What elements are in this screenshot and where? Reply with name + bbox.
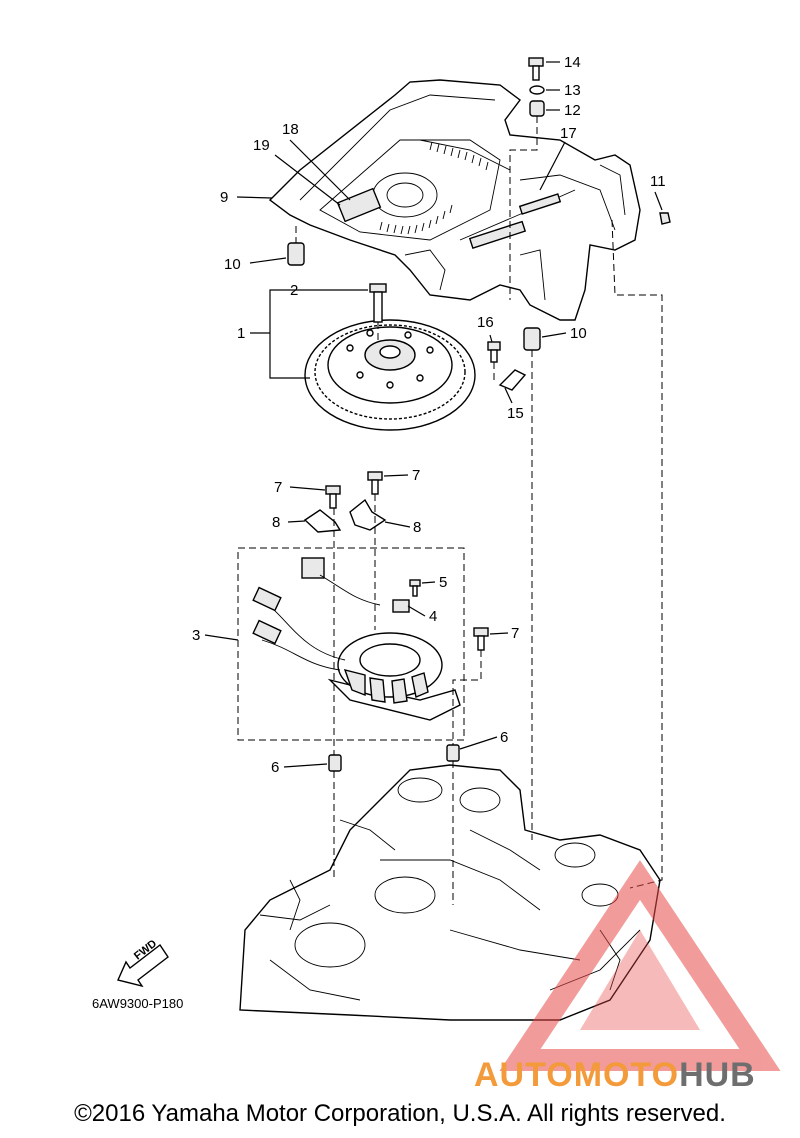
callout-10-right: 10 xyxy=(570,325,587,342)
callout-1: 1 xyxy=(237,325,245,342)
flywheel-cover xyxy=(268,79,641,321)
leader-lines xyxy=(204,61,663,768)
watermark-logo-triangle xyxy=(499,860,781,1071)
engine-block xyxy=(239,764,661,1021)
callout-numbers: 14 13 12 17 18 19 11 9 10 2 1 16 10 15 7… xyxy=(192,54,666,776)
callout-16: 16 xyxy=(477,314,494,331)
callout-14: 14 xyxy=(564,54,581,71)
callout-9: 9 xyxy=(220,189,228,206)
callout-3: 3 xyxy=(192,627,200,644)
callout-18: 18 xyxy=(282,121,299,138)
callout-2: 2 xyxy=(290,282,298,299)
callout-10-left: 10 xyxy=(224,256,241,273)
callout-15: 15 xyxy=(507,405,524,422)
fwd-arrow-icon xyxy=(117,943,169,988)
callout-7-a: 7 xyxy=(274,479,282,496)
callout-12: 12 xyxy=(564,102,581,119)
callout-5: 5 xyxy=(439,574,447,591)
watermark-logo-text: AUTOMOTOHUB xyxy=(474,1056,756,1095)
callout-19: 19 xyxy=(253,137,270,154)
small-parts xyxy=(287,57,671,772)
callout-4: 4 xyxy=(429,608,437,625)
callout-8-a: 8 xyxy=(272,514,280,531)
logo-text-part1: AUTOMOTO xyxy=(474,1056,680,1094)
callout-7-c: 7 xyxy=(511,625,519,642)
callout-11: 11 xyxy=(650,173,666,190)
callout-8-b: 8 xyxy=(413,519,421,536)
callout-13: 13 xyxy=(564,82,581,99)
reference-code: 6AW9300-P180 xyxy=(92,996,184,1011)
callout-6-right: 6 xyxy=(500,729,508,746)
callout-6-left: 6 xyxy=(271,759,279,776)
logo-text-part2: HUB xyxy=(679,1056,756,1094)
flywheel xyxy=(304,319,476,431)
stator-assembly xyxy=(237,547,465,741)
callout-17: 17 xyxy=(560,125,577,142)
callout-7-b: 7 xyxy=(412,467,420,484)
copyright-notice: ©2016 Yamaha Motor Corporation, U.S.A. A… xyxy=(74,1100,726,1127)
